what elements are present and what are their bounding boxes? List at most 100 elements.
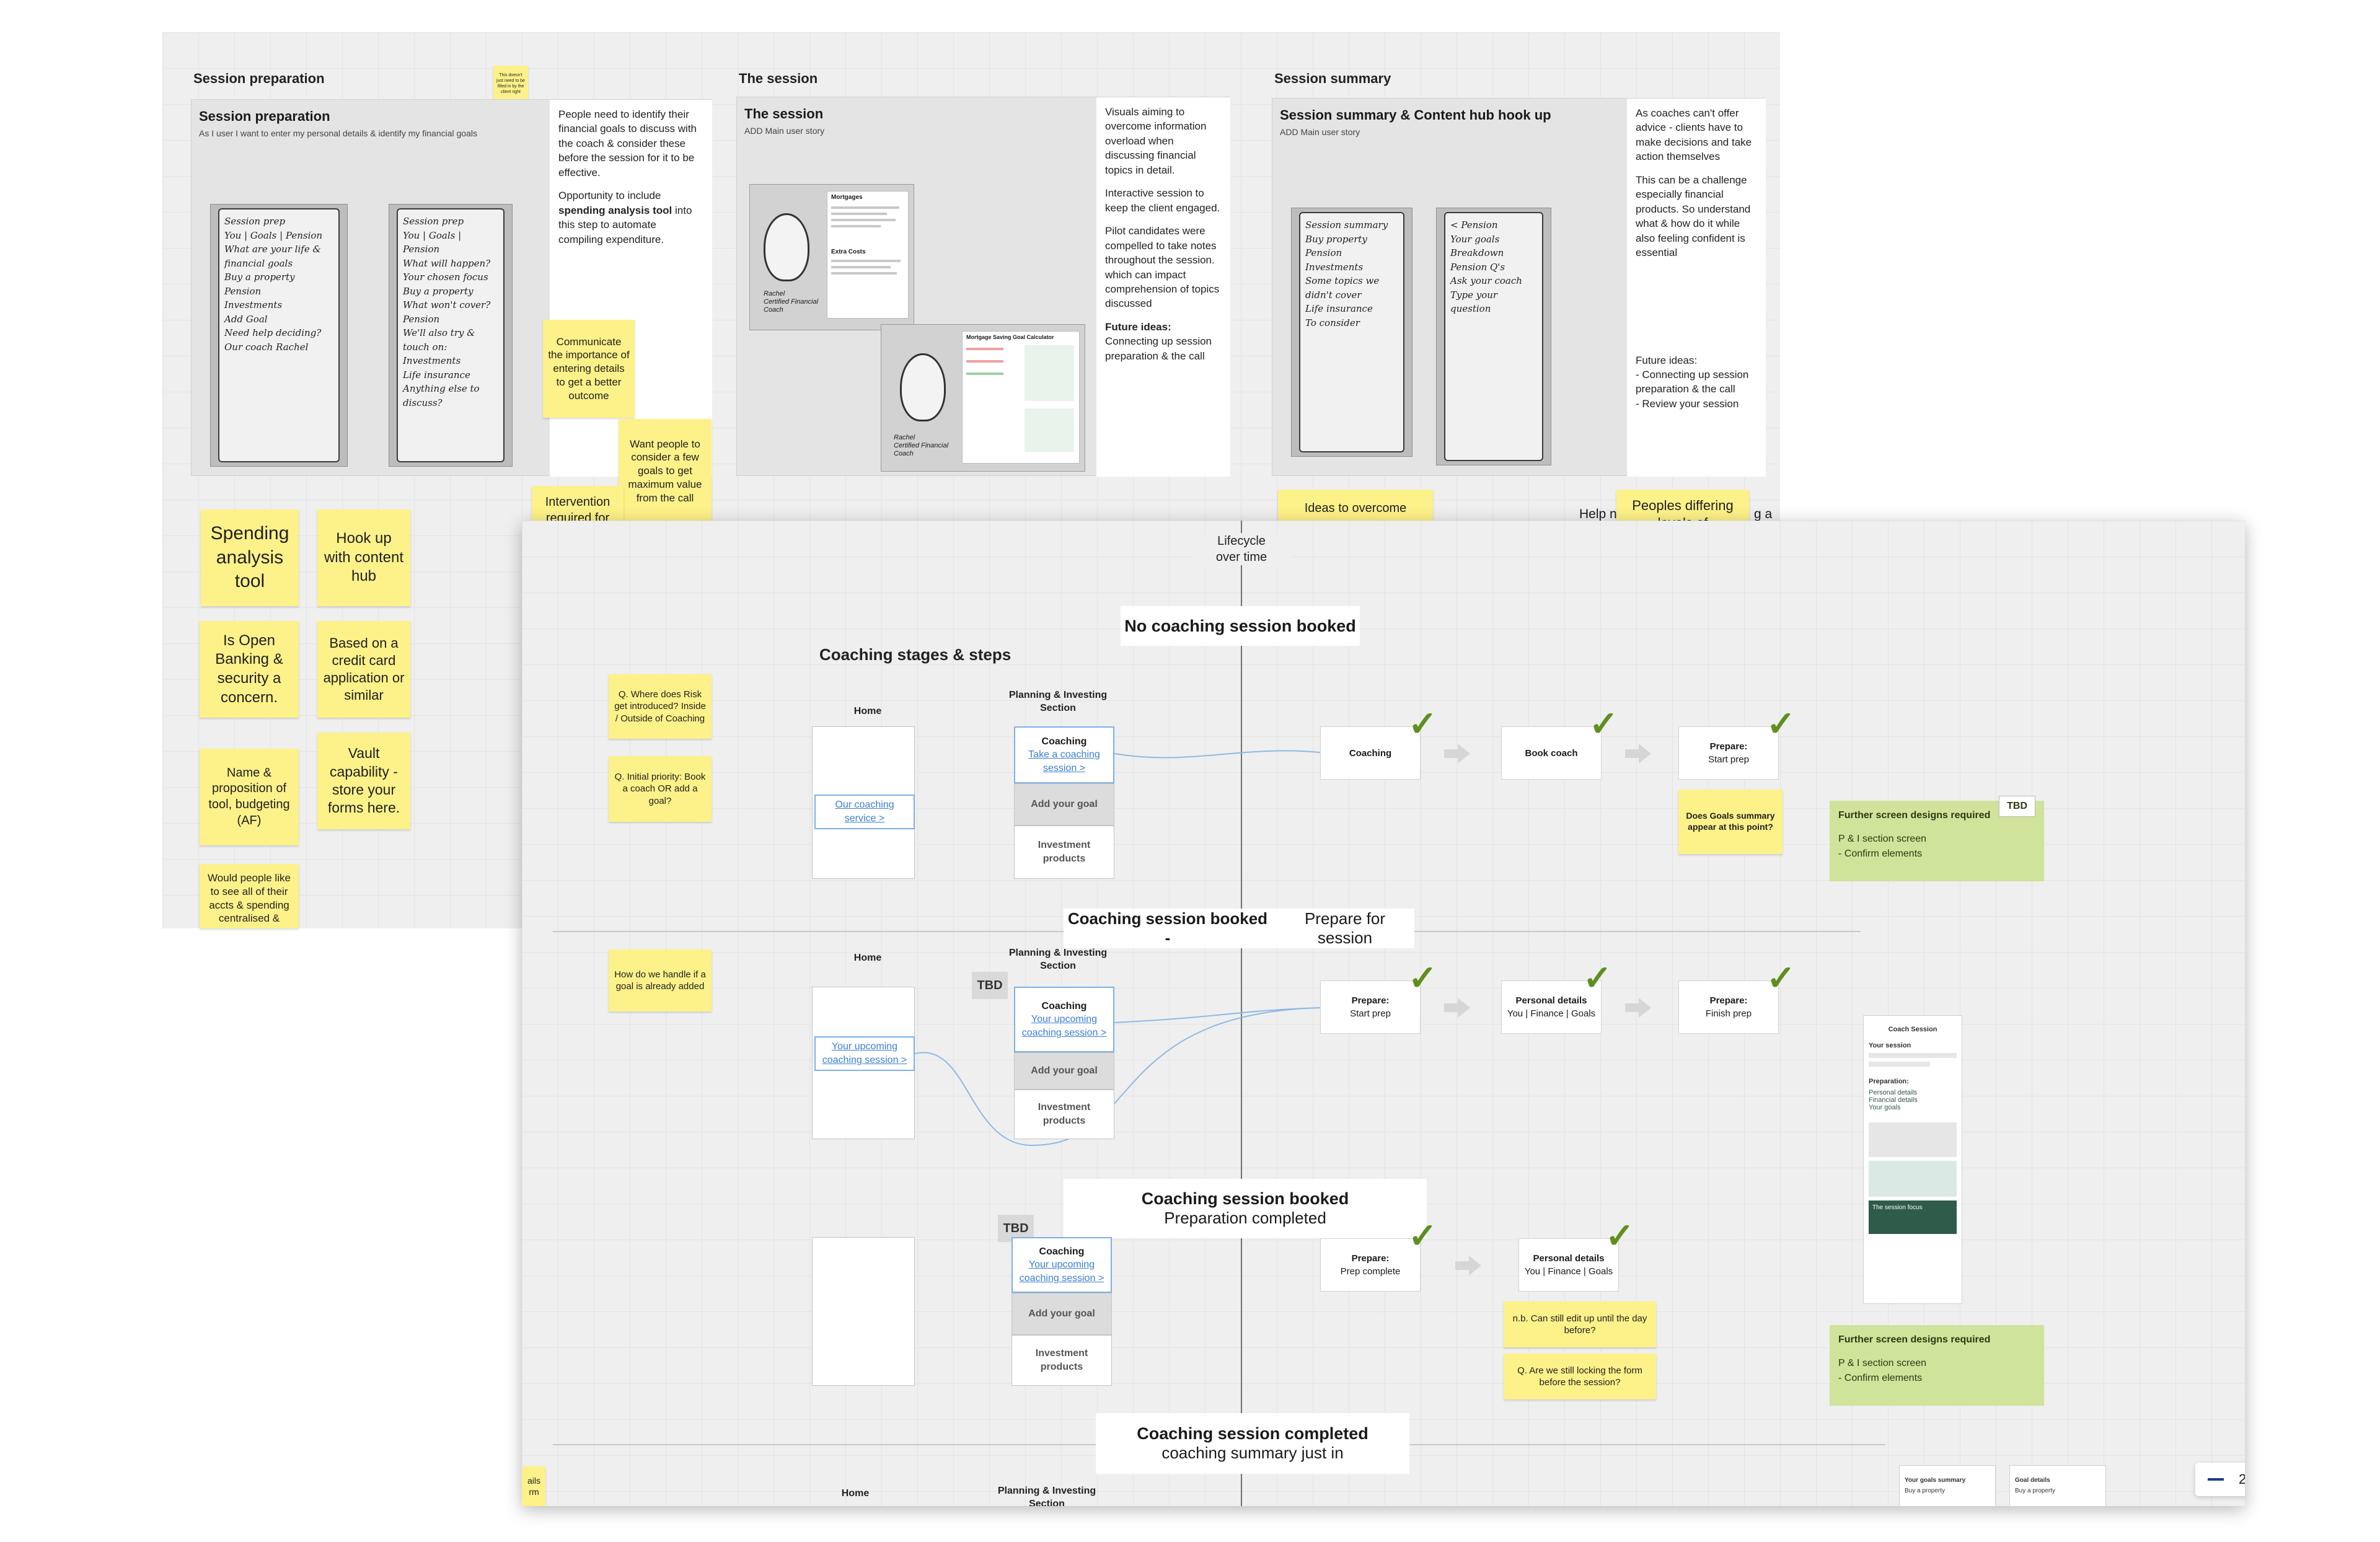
section-title-summary: Session summary: [1274, 71, 1391, 86]
add-your-goal-card[interactable]: Add your goal: [1011, 1293, 1112, 1335]
investment-products-card[interactable]: Investment products: [1014, 826, 1114, 879]
sticky-would-people[interactable]: Would people like to see all of their ac…: [200, 864, 299, 928]
avatar: [900, 353, 946, 421]
stage-session-completed: Coaching session completed coaching summ…: [1096, 1413, 1409, 1474]
note-identify-goals: People need to identify their financial …: [558, 108, 697, 178]
arrow-right-icon: [1625, 998, 1651, 1018]
sticky-credit-card[interactable]: Based on a credit card application or si…: [317, 621, 410, 718]
check-icon: ✓: [1408, 1216, 1437, 1255]
zoom-control[interactable]: 2: [2195, 1463, 2245, 1496]
sticky-spending-analysis[interactable]: Spending analysis tool: [201, 509, 299, 606]
paper-sketch-prep-2: Session prep You | Goals | Pension What …: [389, 204, 513, 467]
check-icon: ✓: [1583, 958, 1612, 997]
paper-sketch-summary-1: Session summary Buy property Pension Inv…: [1291, 208, 1413, 457]
app-screen-goal-details: Goal details Buy a property: [2009, 1465, 2106, 1506]
back-board[interactable]: Session preparation The session Session …: [162, 32, 1780, 928]
lifecycle-label: Lifecycle over time: [1191, 533, 1292, 565]
panel-subtitle: As I user I want to enter my personal de…: [199, 128, 477, 138]
check-icon: ✓: [1589, 704, 1618, 743]
note-interactive: Interactive session to keep the client e…: [1105, 187, 1220, 214]
upcoming-session-home-link[interactable]: Your upcoming coaching session >: [814, 1036, 915, 1071]
sticky-communicate[interactable]: Communicate the importance of entering d…: [543, 320, 635, 418]
sticky-name-proposition[interactable]: Name & proposition of tool, budgeting (A…: [200, 749, 299, 845]
panel-notes: Visuals aiming to overcome information o…: [1096, 97, 1230, 477]
sticky-vault[interactable]: Vault capability - store your forms here…: [317, 733, 410, 829]
our-coaching-service-link[interactable]: Our coaching service >: [814, 795, 915, 829]
coaching-stages-heading: Coaching stages & steps: [819, 645, 1011, 664]
sticky-q-priority[interactable]: Q. Initial priority: Book a coach OR add…: [609, 756, 712, 822]
zoom-out-icon[interactable]: [2208, 1478, 2224, 1481]
step-prepare-start[interactable]: Prepare:Start prep: [1320, 980, 1421, 1034]
sticky-want-people[interactable]: Want people to consider a few goals to g…: [619, 419, 712, 523]
investment-products-card[interactable]: Investment products: [1011, 1335, 1112, 1386]
column-home: Home: [841, 1488, 870, 1499]
note-challenge: This can be a challenge especially finan…: [1636, 174, 1751, 259]
arrow-right-icon: [1444, 744, 1470, 764]
step-prep-complete[interactable]: Prepare:Prep complete: [1320, 1238, 1421, 1292]
paper-sketch-prep-1: Session prep You | Goals | Pension What …: [210, 204, 348, 467]
tbd-badge: TBD: [972, 972, 1008, 999]
stage-session-booked-complete: Coaching session booked Preparation comp…: [1064, 1179, 1427, 1238]
section-title-session: The session: [739, 71, 818, 86]
check-icon: ✓: [1408, 704, 1437, 743]
check-icon: ✓: [1408, 958, 1437, 997]
panel-title: Session summary & Content hub hook up: [1280, 107, 1551, 123]
sticky-peoples-levels[interactable]: Peoples differing levels of: [1616, 490, 1749, 531]
connector-lines: [914, 750, 1321, 1147]
arrow-right-icon: [1444, 998, 1470, 1018]
check-icon: ✓: [1605, 1216, 1634, 1255]
label-help-tail: g a: [1754, 507, 1773, 521]
add-your-goal-card[interactable]: Add your goal: [1014, 1052, 1114, 1090]
session-mockup-calculator: Mortgage Saving Goal Calculator Rachel C…: [881, 324, 1085, 472]
sticky-goals-summary[interactable]: Does Goals summary appear at this point?: [1678, 790, 1783, 854]
tbd-badge: TBD: [1999, 796, 2035, 817]
note-future: Future ideas:Connecting up session prepa…: [1105, 320, 1212, 362]
note-advice: As coaches can't offer advice - clients …: [1636, 107, 1752, 163]
app-screen-goals-summary: Your goals summary Buy a property: [1899, 1465, 1996, 1506]
step-coaching[interactable]: Coaching: [1320, 726, 1421, 780]
step-prepare-start[interactable]: Prepare:Start prep: [1678, 726, 1779, 780]
label-help-cut: Help n: [1579, 507, 1617, 521]
column-planning: Planning & Investing Section: [1008, 948, 1108, 971]
investment-products-card[interactable]: Investment products: [1014, 1090, 1114, 1139]
zoom-level: 2: [2239, 1471, 2245, 1487]
stage-session-booked-prepare: Coaching session booked - Prepare for se…: [1064, 909, 1414, 948]
step-prepare-finish[interactable]: Prepare:Finish prep: [1678, 980, 1779, 1034]
sticky-q-risk[interactable]: Q. Where does Risk get introduced? Insid…: [609, 674, 712, 739]
avatar: [764, 213, 809, 281]
home-screen-3: [812, 1237, 915, 1386]
column-planning: Planning & Investing Section: [997, 1486, 1096, 1506]
mini-sticky-note[interactable]: This doesn't just need to be filled in b…: [493, 66, 528, 103]
column-planning: Planning & Investing Section: [1008, 690, 1108, 713]
note-further-designs-2: Further screen designs required P & I se…: [1830, 1325, 2044, 1406]
sticky-open-banking[interactable]: Is Open Banking & security a concern.: [200, 621, 299, 718]
add-your-goal-card[interactable]: Add your goal: [1014, 783, 1114, 826]
column-home: Home: [853, 953, 882, 963]
panel-title: The session: [744, 106, 824, 121]
section-title-preparation: Session preparation: [193, 71, 325, 86]
step-book-coach[interactable]: Book coach: [1501, 726, 1602, 780]
check-icon: ✓: [1766, 958, 1796, 997]
sticky-edge-cut[interactable]: ails rm: [522, 1466, 545, 1506]
arrow-right-icon: [1455, 1256, 1481, 1275]
panel-notes: As coaches can't offer advice - clients …: [1627, 99, 1766, 477]
note-future: Future ideas: - Connecting up session pr…: [1636, 354, 1749, 410]
sticky-nb-edit[interactable]: n.b. Can still edit up until the day bef…: [1504, 1302, 1656, 1347]
column-home: Home: [853, 706, 882, 716]
sticky-hook-up[interactable]: Hook up with content hub: [317, 509, 410, 606]
arrow-right-icon: [1625, 744, 1651, 764]
sticky-q-goal-added[interactable]: How do we handle if a goal is already ad…: [609, 949, 712, 1011]
sticky-q-locking[interactable]: Q. Are we still locking the form before …: [1504, 1354, 1656, 1399]
session-mockup-mortgages: Mortgages Extra Costs Rachel Certified F…: [749, 184, 914, 330]
front-board[interactable]: Lifecycle over time No coaching session …: [522, 521, 2245, 1506]
stage-no-session-booked: No coaching session booked: [1121, 606, 1360, 646]
check-icon: ✓: [1766, 704, 1796, 743]
panel-title: Session preparation: [199, 108, 330, 124]
panel-subtitle: ADD Main user story: [1280, 127, 1360, 137]
app-screen-coach-session: Coach Session Your session Preparation: …: [1863, 1015, 1962, 1304]
